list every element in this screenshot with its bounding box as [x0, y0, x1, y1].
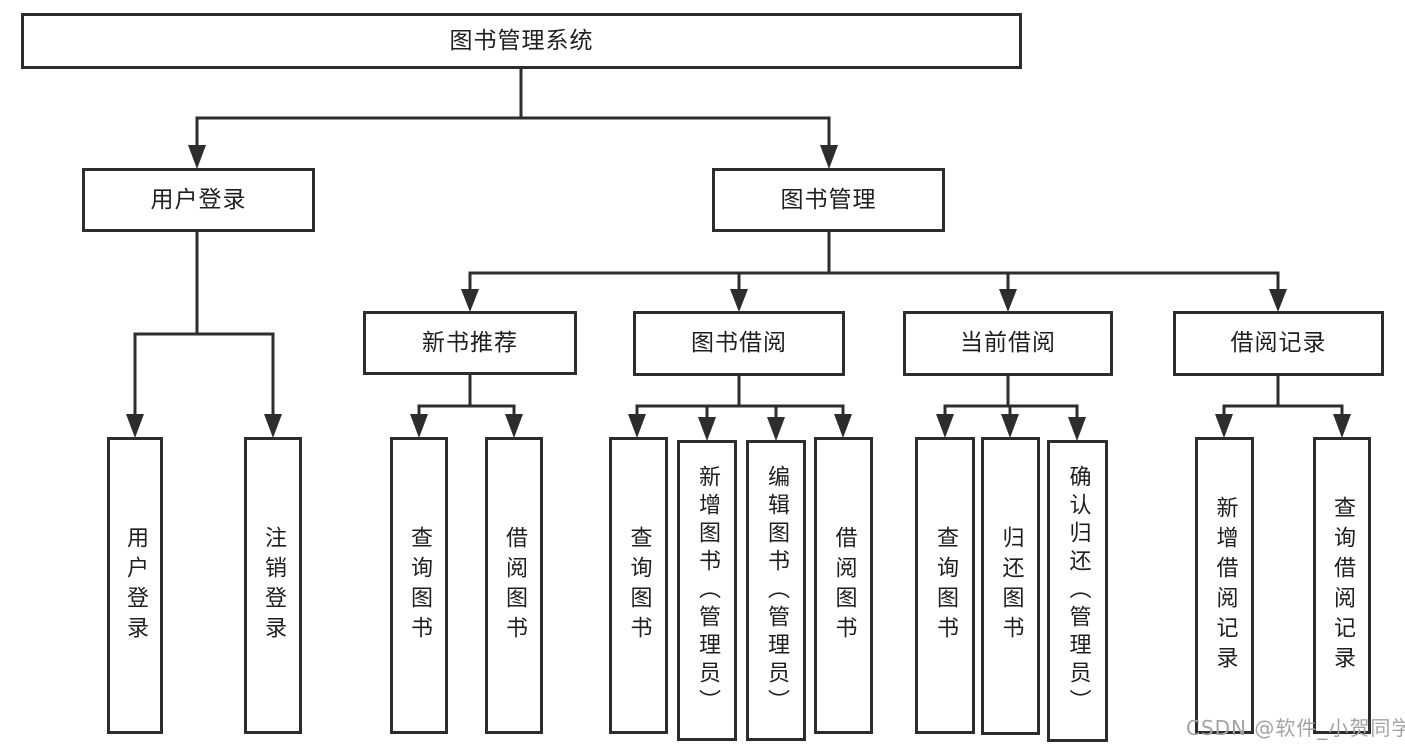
leaf-bb-edit-book-label: 编辑图书（管理员） — [764, 464, 789, 717]
node-borrow-record-label: 借阅记录 — [1230, 330, 1327, 356]
leaf-cb-query-book-label: 查询图书 — [933, 525, 958, 646]
leaf-cb-confirm-return-label: 确认归还（管理员） — [1065, 465, 1091, 717]
leaf-bb-add-book-label: 新增图书（管理员） — [695, 464, 720, 717]
leaf-user-login: 用户登录 — [107, 437, 163, 734]
leaf-br-query-record: 查询借阅记录 — [1313, 437, 1371, 734]
leaf-cb-return-book-label: 归还图书 — [998, 526, 1024, 646]
leaf-cb-query-book: 查询图书 — [915, 437, 975, 734]
node-root: 图书管理系统 — [21, 13, 1022, 69]
node-book-borrow: 图书借阅 — [633, 311, 845, 376]
leaf-bb-borrow-book-label: 借阅图书 — [831, 525, 857, 646]
leaf-bb-query-book: 查询图书 — [609, 437, 668, 734]
leaf-nbr-borrow-book-label: 借阅图书 — [502, 525, 527, 646]
node-user-login-label: 用户登录 — [150, 186, 247, 213]
leaf-logout-label: 注销登录 — [261, 525, 286, 646]
leaf-cb-return-book: 归还图书 — [981, 437, 1040, 735]
leaf-logout: 注销登录 — [244, 437, 302, 734]
node-book-borrow-label: 图书借阅 — [691, 330, 787, 356]
leaf-cb-confirm-return: 确认归还（管理员） — [1047, 440, 1108, 742]
leaf-br-add-record: 新增借阅记录 — [1195, 437, 1254, 734]
node-current-borrow: 当前借阅 — [903, 311, 1113, 376]
node-book-management-label: 图书管理 — [780, 186, 877, 213]
leaf-br-add-record-label: 新增借阅记录 — [1212, 495, 1238, 676]
leaf-bb-add-book: 新增图书（管理员） — [677, 440, 737, 741]
leaf-nbr-borrow-book: 借阅图书 — [485, 437, 543, 734]
leaf-bb-query-book-label: 查询图书 — [626, 525, 652, 646]
node-current-borrow-label: 当前借阅 — [960, 330, 1056, 356]
leaf-user-login-label: 用户登录 — [123, 525, 148, 646]
node-new-book-recommend: 新书推荐 — [363, 311, 577, 375]
node-borrow-record: 借阅记录 — [1173, 311, 1384, 376]
leaf-nbr-query-book-label: 查询图书 — [407, 525, 432, 646]
leaf-nbr-query-book: 查询图书 — [390, 437, 448, 734]
leaf-bb-edit-book: 编辑图书（管理员） — [746, 440, 806, 741]
csdn-watermark: CSDN @软件_小贺同学 — [1186, 716, 1405, 740]
node-new-book-recommend-label: 新书推荐 — [422, 329, 518, 356]
node-root-label: 图书管理系统 — [449, 27, 594, 54]
leaf-bb-borrow-book: 借阅图书 — [814, 437, 873, 734]
leaf-br-query-record-label: 查询借阅记录 — [1330, 495, 1355, 676]
node-user-login: 用户登录 — [82, 168, 315, 232]
node-book-management: 图书管理 — [712, 168, 945, 232]
